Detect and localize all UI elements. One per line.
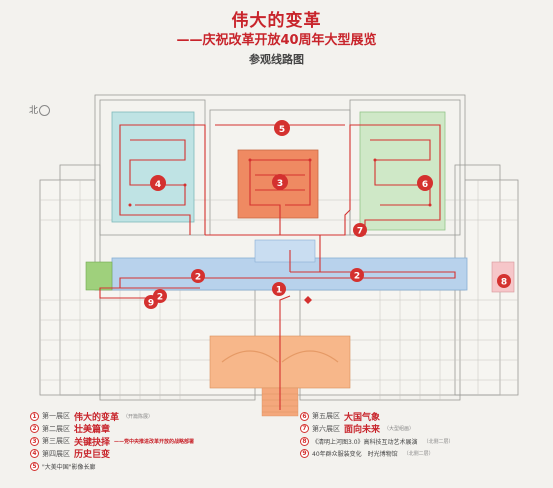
legend-name-4: 历史巨变 bbox=[74, 450, 111, 461]
legend-hall-2: 第二展区 bbox=[42, 424, 70, 433]
legend-hall-6: 第五展区 bbox=[312, 412, 340, 421]
marker-7[interactable]: 7 bbox=[353, 223, 367, 237]
hall-9-area bbox=[85, 261, 113, 291]
legend-item-5: 5"大美中国"影像长廊 bbox=[30, 460, 194, 473]
marker-5[interactable]: 5 bbox=[274, 120, 290, 136]
marker-2-left[interactable]: 2 bbox=[191, 269, 205, 283]
compass-icon bbox=[39, 105, 51, 116]
hall-6-area bbox=[359, 111, 446, 231]
map-title: 参观线路图 bbox=[249, 53, 304, 66]
marker-3-label: 3 bbox=[277, 179, 283, 189]
marker-1[interactable]: 1 bbox=[272, 282, 286, 296]
legend-note-8: （北侧二层） bbox=[423, 438, 454, 445]
legend-num-6: 6 bbox=[300, 411, 309, 421]
legend-name-7: 面向未来 bbox=[344, 425, 381, 436]
legend-num-8: 8 bbox=[300, 436, 309, 446]
marker-1-label: 1 bbox=[276, 286, 282, 296]
hall-2-lobby bbox=[254, 239, 316, 263]
north-label: 北 bbox=[29, 106, 39, 116]
marker-2-west-label: 2 bbox=[157, 293, 163, 303]
marker-9[interactable]: 9 bbox=[144, 295, 158, 309]
page-title: 伟大的变革 bbox=[231, 11, 322, 31]
legend-note-9: （北侧二层） bbox=[403, 451, 434, 458]
route-dots bbox=[128, 158, 432, 304]
marker-4[interactable]: 4 bbox=[150, 175, 166, 191]
legend-plain-8: 《清明上河图3.0》高科技互动艺术展演 bbox=[312, 438, 418, 446]
page-subtitle: ——庆祝改革开放40周年大型展览 bbox=[176, 33, 377, 48]
legend-name-6: 大国气象 bbox=[344, 412, 381, 423]
marker-9-label: 9 bbox=[148, 299, 154, 309]
marker-8-label: 8 bbox=[501, 278, 507, 288]
legend-note-1: （开篇陈展） bbox=[123, 413, 154, 420]
legend-note-3: ——党中央推进改革开放的战略部署 bbox=[114, 438, 195, 445]
legend-item-8: 8《清明上河图3.0》高科技互动艺术展演 （北侧二层） bbox=[300, 435, 454, 448]
marker-2-left-label: 2 bbox=[195, 273, 201, 283]
legend-num-1: 1 bbox=[30, 411, 39, 421]
hall-markers: 1 2 2 2 3 4 5 6 7 8 9 bbox=[144, 120, 511, 309]
legend-num-3: 3 bbox=[30, 436, 39, 446]
marker-2-right[interactable]: 2 bbox=[350, 268, 364, 282]
hall-4-area bbox=[111, 111, 195, 223]
marker-2-right-label: 2 bbox=[354, 272, 360, 282]
legend-num-7: 7 bbox=[300, 424, 309, 434]
legend-name-3: 关键抉择 bbox=[74, 437, 111, 448]
plaza-arc-right bbox=[281, 350, 339, 363]
marker-6-label: 6 bbox=[422, 180, 428, 190]
marker-4-label: 4 bbox=[155, 180, 161, 190]
legend-hall-1: 第一展区 bbox=[42, 412, 70, 421]
legend-num-5: 5 bbox=[30, 461, 39, 471]
legend-note-7: （大型组画） bbox=[384, 426, 415, 433]
legend-name-1: 伟大的变革 bbox=[74, 412, 120, 423]
legend-name-2: 壮美篇章 bbox=[74, 425, 111, 436]
legend-num-4: 4 bbox=[30, 449, 39, 459]
legend-hall-7: 第六展区 bbox=[312, 424, 340, 433]
legend-hall-4: 第四展区 bbox=[42, 449, 70, 458]
marker-5-label: 5 bbox=[279, 125, 285, 135]
plaza-arc-left bbox=[221, 350, 279, 363]
legend-plain-9: 40年群众服装变化 时光博物馆 bbox=[312, 451, 398, 459]
north-compass: 北 bbox=[29, 103, 51, 116]
marker-3[interactable]: 3 bbox=[272, 174, 288, 190]
legend-hall-3: 第三展区 bbox=[42, 437, 70, 446]
marker-7-label: 7 bbox=[357, 227, 363, 237]
legend-plain-5: "大美中国"影像长廊 bbox=[42, 463, 96, 471]
legend-num-9: 9 bbox=[300, 449, 309, 459]
marker-8[interactable]: 8 bbox=[497, 274, 511, 288]
marker-6[interactable]: 6 bbox=[417, 175, 433, 191]
legend-num-2: 2 bbox=[30, 424, 39, 434]
